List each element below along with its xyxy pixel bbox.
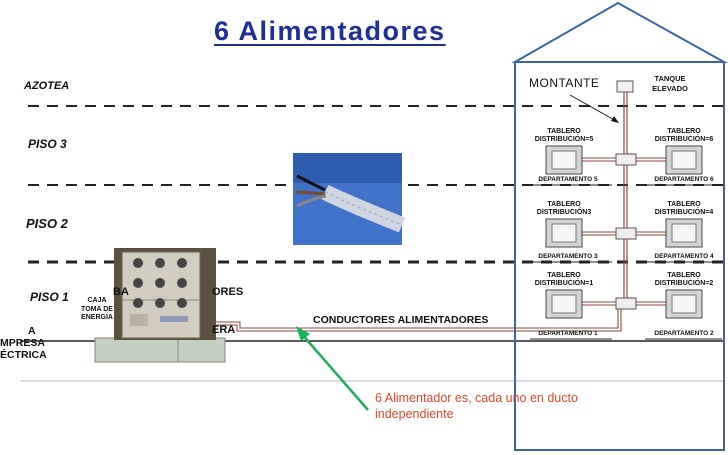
building-outline [514, 61, 725, 451]
departamento-4-label: DEPARTAMENTO 4 [654, 253, 714, 260]
tanque-elevado-label: TANQUE ELEVADO [648, 74, 692, 94]
junction-box-1 [615, 297, 637, 310]
department-lines [530, 184, 722, 340]
annotation-arrow [299, 331, 369, 411]
empresa-label-line3: ÉCTRICA [0, 349, 47, 361]
montante-label: MONTANTE [529, 76, 600, 90]
empresa-label-line1: A [28, 325, 36, 337]
annotation-text: 6 Alimentador es, cada uno en ducto inde… [375, 391, 578, 421]
floor-label-piso1: PISO 1 [30, 290, 69, 304]
montante-top-box [616, 80, 634, 93]
building-roof [511, 1, 728, 63]
tablero-3-title1: TABLERO [547, 201, 581, 208]
feeder-conductors [212, 309, 622, 332]
branch-wires [582, 157, 666, 306]
ba-label: BA [113, 286, 129, 298]
tanque-label-line1: TANQUE [654, 74, 686, 83]
junction-box-3 [615, 153, 637, 166]
tablero-5-title2: DISTRIBUCIÓN=5 [534, 136, 594, 143]
conductores-alimentadores-label: CONDUCTORES ALIMENTADORES [313, 314, 489, 326]
empresa-label-line2: MPRESA [0, 337, 45, 349]
cable-photo [293, 153, 406, 245]
caja-label-line2: TOMA DE [81, 305, 113, 313]
tablero-1-title2: DISTRIBUCIÓN=1 [534, 280, 594, 287]
departamento-6-label: DEPARTAMENTO 6 [654, 176, 714, 183]
montante-arrow [569, 94, 619, 123]
tablero-6-title2: DISTRIBUCIÓN=6 [654, 136, 714, 143]
departamento-3-label: DEPARTAMENTO 3 [538, 253, 598, 260]
tablero-4-title1: TABLERO [667, 201, 701, 208]
departamento-1-label: DEPARTAMENTO 1 [538, 330, 598, 337]
tablero-3-title2: DISTRIBUCIÓN3 [536, 209, 592, 216]
floor-label-azotea: AZOTEA [24, 80, 70, 92]
tablero-2-title1: TABLERO [667, 272, 701, 279]
caja-toma-energia-label: CAJA TOMA DE ENERGÍA [76, 297, 118, 323]
junction-box-2 [615, 227, 637, 240]
departamento-2-label: DEPARTAMENTO 2 [654, 330, 714, 337]
tablero-boxes [545, 145, 703, 319]
empresa-electrica-label: A MPRESA ÉCTRICA [0, 325, 48, 361]
departamento-5-label: DEPARTAMENTO 5 [538, 176, 598, 183]
caja-label-line3: ENERGÍA [81, 314, 113, 321]
meter-box-photo [114, 248, 216, 340]
tablero-6-title1: TABLERO [667, 128, 701, 135]
ores-label: ORES [212, 286, 244, 298]
tanque-label-line2: ELEVADO [652, 84, 688, 93]
tablero-2-title2: DISTRIBUCIÓN=2 [654, 280, 714, 287]
ground-slab [94, 337, 226, 363]
tablero-5-title1: TABLERO [547, 128, 581, 135]
floor-label-piso3: PISO 3 [28, 137, 67, 151]
montante-arrow-head [611, 116, 619, 123]
tablero-1-title1: TABLERO [547, 272, 581, 279]
annotation-arrow-head [296, 326, 310, 341]
tablero-4-title2: DISTRIBUCIÓN=4 [654, 209, 714, 216]
floor-label-piso2: PISO 2 [26, 216, 68, 231]
era-label: ERA [212, 324, 236, 336]
caja-label-line1: CAJA [87, 297, 107, 304]
page-title: 6 Alimentadores [214, 16, 446, 46]
